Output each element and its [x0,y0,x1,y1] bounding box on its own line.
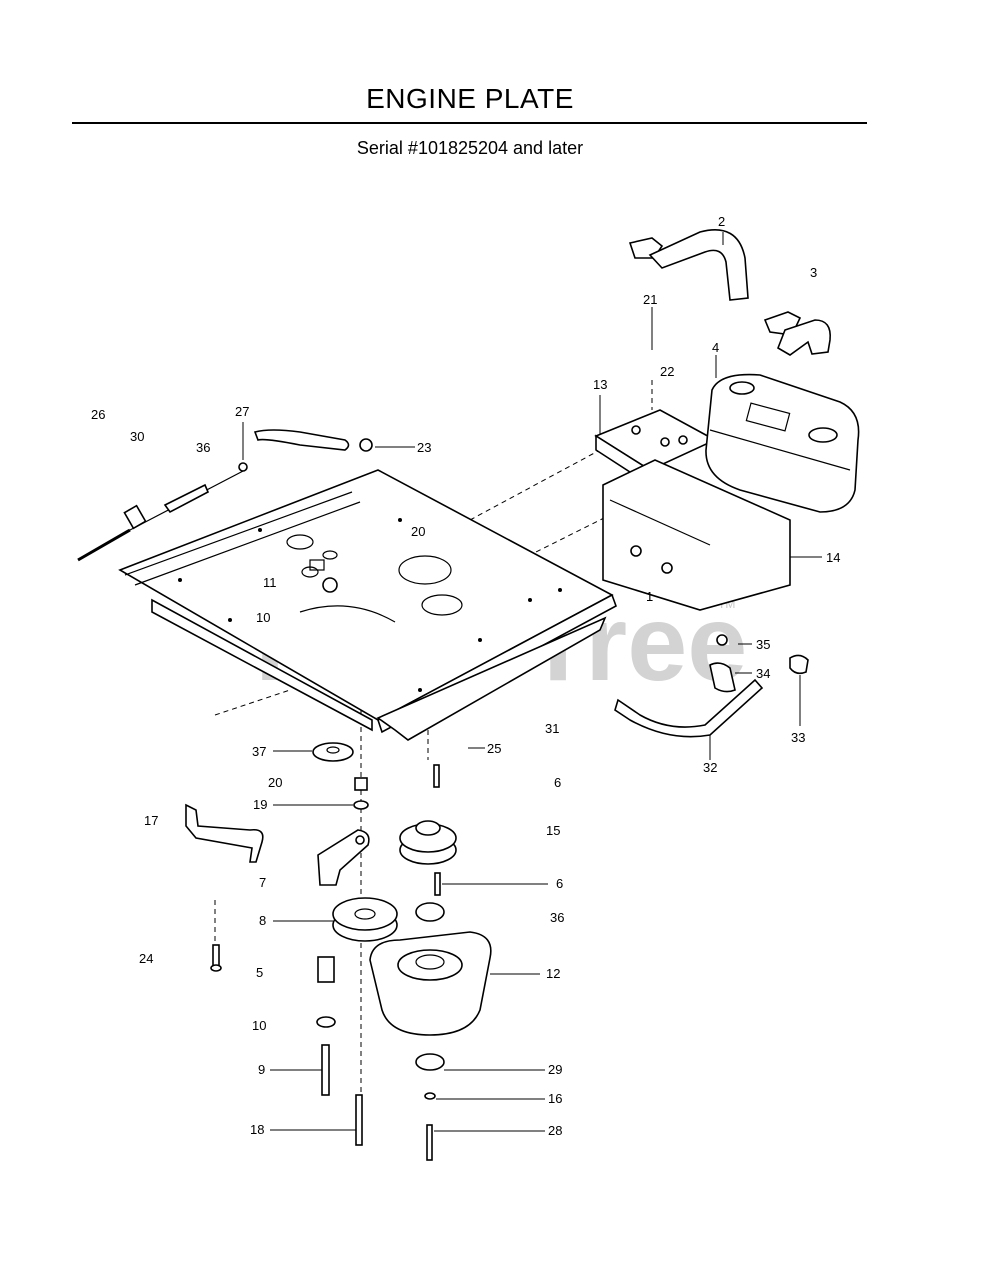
callout-37: 37 [252,744,266,759]
callout-15: 15 [546,823,560,838]
control-rod-assembly [77,429,373,562]
callout-18: 18 [250,1122,264,1137]
callout-6b: 6 [556,876,563,891]
idler-hardware [312,742,440,810]
idler-arm [317,829,370,886]
callout-22: 22 [660,364,674,379]
callout-34: 34 [756,666,770,681]
serial-subtitle: Serial #101825204 and later [356,138,584,158]
callout-9: 9 [258,1062,265,1077]
exhaust-elbow [763,311,832,356]
callout-28: 28 [548,1123,562,1138]
callout-20b: 20 [268,775,282,790]
callout-17: 17 [144,813,158,828]
callout-3: 3 [810,265,817,280]
callout-16: 16 [548,1091,562,1106]
callout-4: 4 [712,340,719,355]
title-rule [72,122,867,124]
callout-labels: 1 2 3 4 5 6 6 7 8 9 10 10 11 12 13 14 15… [91,214,840,1138]
callout-20a: 20 [411,524,425,539]
callout-31: 31 [545,721,559,736]
callout-24: 24 [139,951,153,966]
idler-pulley [332,897,398,942]
callout-26: 26 [91,407,105,422]
callout-35: 35 [756,637,770,652]
muffler [705,373,860,513]
callout-27: 27 [235,404,249,419]
callout-12: 12 [546,966,560,981]
engine-plate [118,469,617,741]
callout-13: 13 [593,377,607,392]
callout-6a: 6 [554,775,561,790]
fuel-line-assembly [614,634,809,738]
callout-25: 25 [487,741,501,756]
callout-19: 19 [253,797,267,812]
electric-clutch [369,931,492,1036]
leader-lines [242,232,822,1132]
callout-23: 23 [417,440,431,455]
callout-10a: 10 [256,610,270,625]
callout-8: 8 [259,913,266,928]
callout-14: 14 [826,550,840,565]
mount-bracket [594,409,791,611]
callout-30: 30 [130,429,144,444]
arm-bracket [185,803,264,863]
callout-5: 5 [256,965,263,980]
callout-2: 2 [718,214,725,229]
callout-21: 21 [643,292,657,307]
callout-10b: 10 [252,1018,266,1033]
callout-1: 1 [646,589,653,604]
exhaust-pipe [628,229,749,301]
callout-11: 11 [263,575,277,590]
callout-29: 29 [548,1062,562,1077]
pulley [399,820,457,896]
page-title: ENGINE PLATE [366,83,574,114]
callout-33: 33 [791,730,805,745]
spacer [415,902,445,922]
callout-7: 7 [259,875,266,890]
callout-36b: 36 [550,910,564,925]
callout-32: 32 [703,760,717,775]
callout-36a: 36 [196,440,210,455]
